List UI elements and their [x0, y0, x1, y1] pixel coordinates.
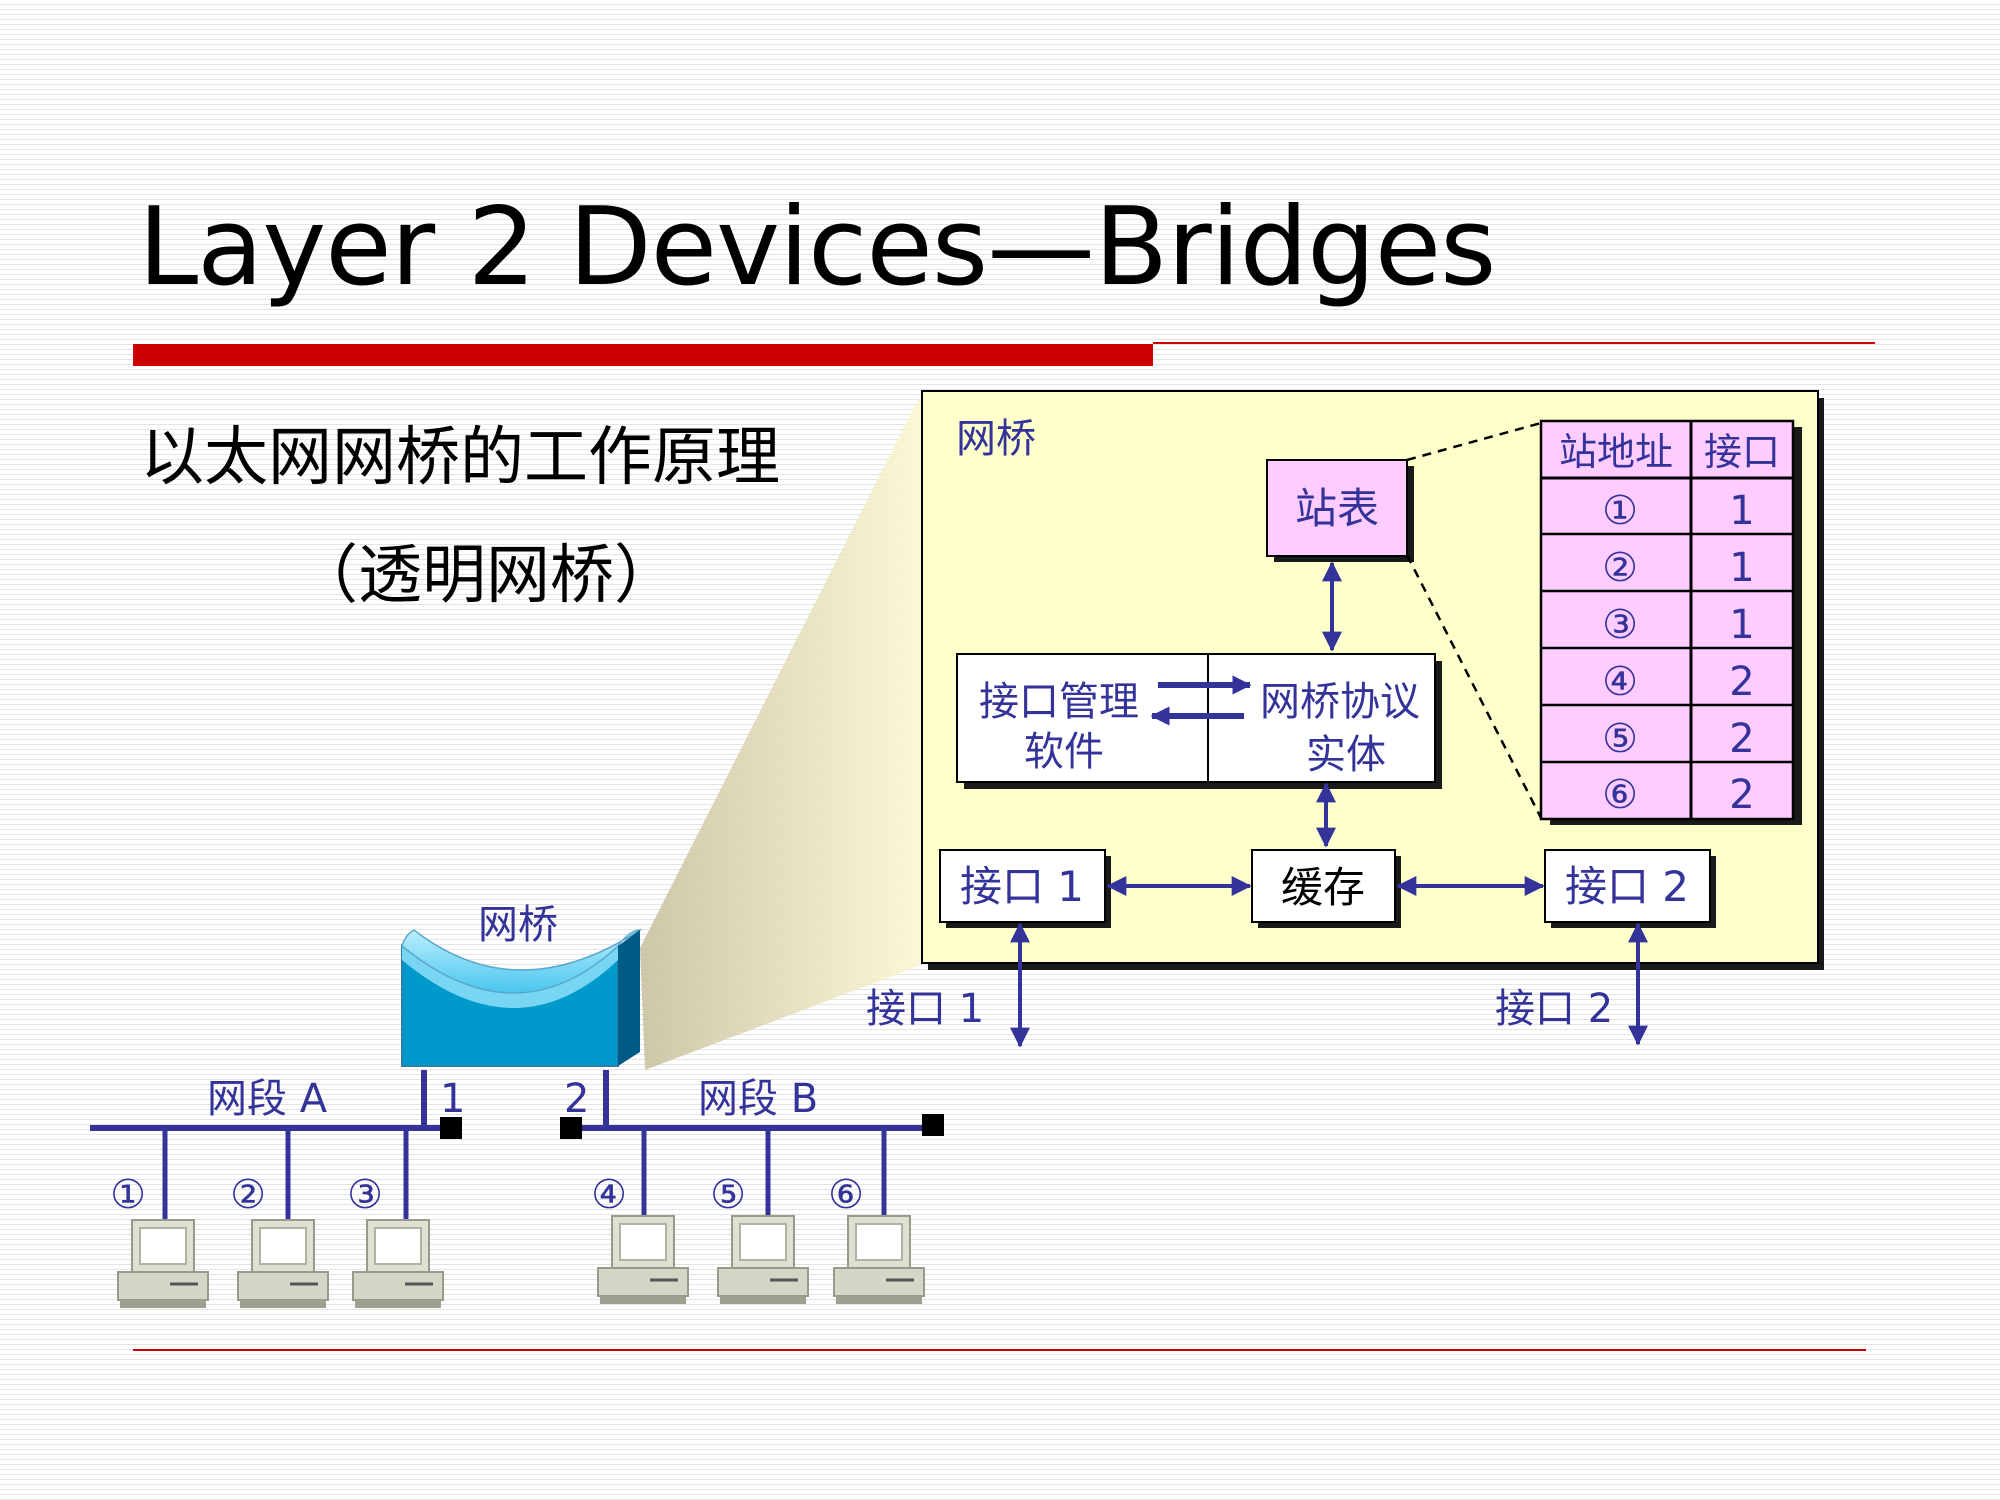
buffer-box-label: 缓存 [1281, 863, 1365, 912]
table-cell-port: 2 [1729, 716, 1754, 762]
table-cell-station: ⑤ [1602, 716, 1638, 762]
port-mgmt-line1: 接口管理 [979, 679, 1139, 725]
computer-icon [596, 1214, 690, 1306]
protocol-entity-line1: 网桥协议 [1260, 679, 1420, 725]
table-cell-station: ③ [1602, 602, 1638, 648]
table-cell-port: 1 [1729, 488, 1754, 534]
host-label: ④ [591, 1172, 627, 1218]
title-underline-thick [133, 344, 1153, 366]
port2-box [1544, 849, 1711, 923]
bridge-device-icon [401, 929, 643, 1067]
bridge-panel-label: 网桥 [956, 416, 1036, 462]
table-cell-port: 2 [1729, 772, 1754, 818]
computer-icon [351, 1218, 445, 1310]
port1-box [939, 849, 1106, 923]
computer-icon [832, 1214, 926, 1306]
table-cell-station: ② [1602, 545, 1638, 591]
bridge-device-label: 网桥 [478, 902, 558, 948]
station-table-box [1266, 459, 1408, 557]
table-cell-port: 1 [1729, 602, 1754, 648]
segment-b-terminator-right [922, 1114, 944, 1136]
port-mgmt-line2: 软件 [1024, 729, 1104, 775]
table-cell-port: 1 [1729, 545, 1754, 591]
port1-box-label: 接口 1 [960, 862, 1084, 911]
port2-outside-label: 接口 2 [1495, 986, 1613, 1032]
station-table [1539, 419, 1795, 821]
computer-icon [716, 1214, 810, 1306]
port1-number: 1 [440, 1076, 465, 1122]
segment-a-terminator [440, 1117, 462, 1139]
table-header-station: 站地址 [1559, 430, 1673, 474]
segment-b-terminator-left [560, 1117, 582, 1139]
buffer-box [1251, 849, 1396, 923]
host-label: ② [230, 1172, 266, 1218]
table-callout-bottom [1405, 554, 1543, 819]
host-label: ① [110, 1172, 146, 1218]
station-table-box-label: 站表 [1295, 484, 1379, 533]
port2-number: 2 [564, 1076, 589, 1122]
footer-rule [133, 1349, 1866, 1351]
port2-box-label: 接口 2 [1565, 862, 1689, 911]
title-underline-thin [1153, 342, 1875, 344]
table-cell-station: ① [1602, 488, 1638, 534]
port1-outside-label: 接口 1 [866, 986, 984, 1032]
computer-icon [116, 1218, 210, 1310]
table-header-port: 接口 [1704, 430, 1780, 474]
protocol-entity-line2: 实体 [1306, 732, 1386, 778]
segment-a-label: 网段 A [207, 1076, 328, 1122]
table-callout-top [1406, 421, 1542, 462]
subtitle: 以太网网桥的工作原理 [140, 421, 780, 495]
host-label: ③ [347, 1172, 383, 1218]
slide-title: Layer 2 Devices—Bridges [138, 185, 1496, 310]
table-cell-port: 2 [1729, 659, 1754, 705]
subtitle-note: （透明网桥） [294, 539, 678, 613]
segment-b-label: 网段 B [698, 1076, 818, 1122]
zoom-projection [640, 392, 922, 1070]
host-label: ⑥ [828, 1172, 864, 1218]
table-cell-station: ⑥ [1602, 772, 1638, 818]
computer-icon [236, 1218, 330, 1310]
host-label: ⑤ [710, 1172, 746, 1218]
table-cell-station: ④ [1602, 659, 1638, 705]
